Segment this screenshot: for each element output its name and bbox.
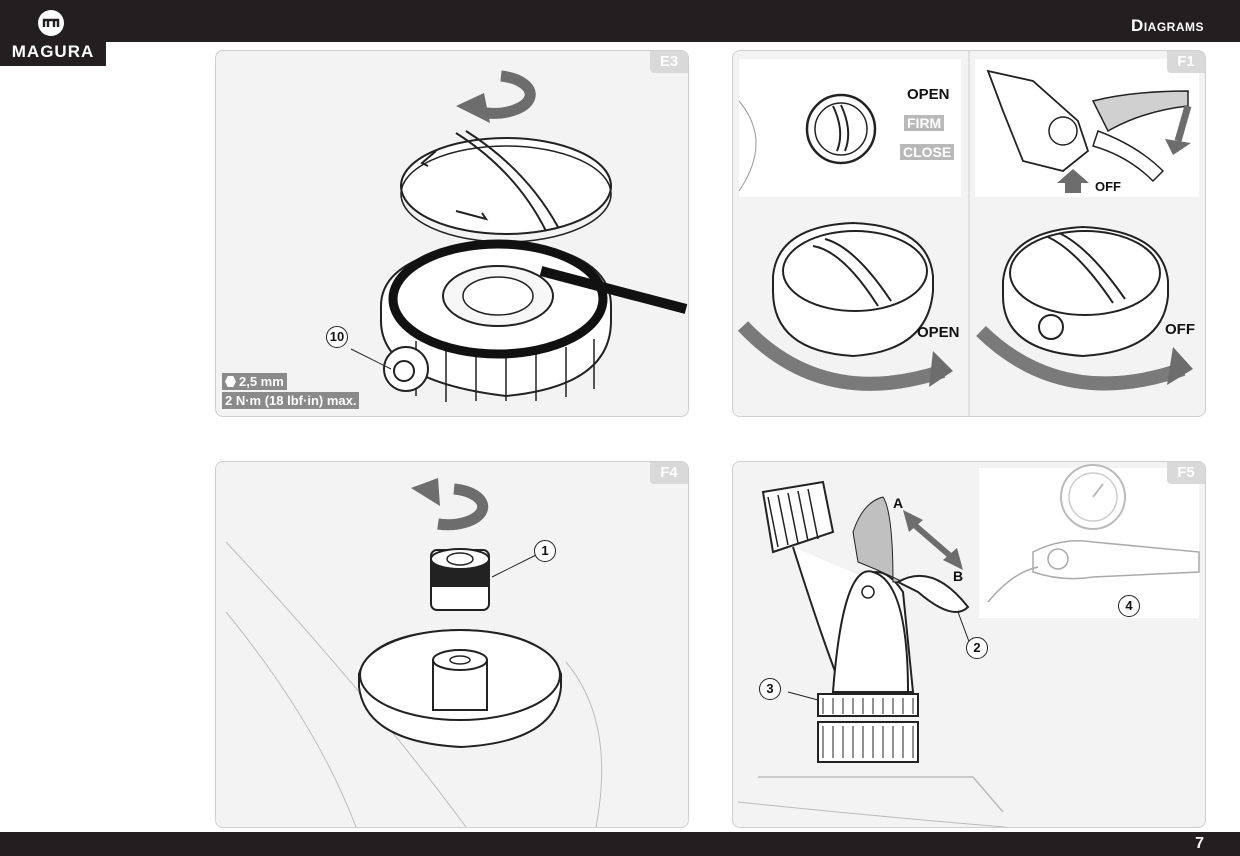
position-a-label: A [893,495,904,511]
top-bar: Diagrams [0,0,1240,42]
rotate-arrow-icon [411,478,440,506]
panel-f1: F1 OPEN FIRM CLOSE OFF OPEN OFF [732,50,1206,417]
page-number: 7 [1195,835,1204,852]
panel-f4: F4 1 [215,461,689,828]
e3-illustration [350,70,688,402]
panel-tag: F4 [650,462,688,484]
panel-tag: F1 [1167,51,1205,73]
panel-e3: E3 10 2,5 mm 2 N·m (18 lbf·in) max. [215,50,689,417]
brand-logo: MAGURA [0,0,106,66]
callout-2: 2 [966,637,988,659]
mode-close-label: CLOSE [900,144,955,160]
mode-open-label: OPEN [907,86,950,103]
hex-key-icon [225,376,236,387]
off-state-label: OFF [1165,321,1195,338]
f5-illustration [737,464,1200,827]
lever-off-label: OFF [1095,179,1121,194]
callout-1: 1 [534,540,556,562]
hex-key-spec: 2,5 mm [222,373,287,390]
section-title: Diagrams [1131,16,1204,35]
callout-10: 10 [326,326,348,348]
torque-spec: 2 N·m (18 lbf·in) max. [222,392,360,409]
panel-f5: F5 A B 2 3 4 [732,461,1206,828]
callout-3: 3 [759,678,781,700]
f1-illustration [737,51,1199,416]
up-arrow-icon [1057,169,1089,193]
rotate-right-arrow-icon [1167,347,1193,385]
rotate-arrow-icon [456,93,490,123]
open-state-label: OPEN [917,324,960,341]
panel-tag: E3 [650,51,688,73]
callout-4: 4 [1118,595,1140,617]
f4-illustration [225,478,603,827]
rotate-right-arrow-icon [929,351,953,387]
mode-firm-label: FIRM [904,115,945,131]
position-b-label: B [953,568,964,584]
hex-size-text: 2,5 mm [239,374,284,389]
panel-tag: F5 [1167,462,1205,484]
magura-logo-icon [38,10,64,36]
bottom-bar: 7 [0,832,1240,856]
brand-name: MAGURA [11,42,95,61]
